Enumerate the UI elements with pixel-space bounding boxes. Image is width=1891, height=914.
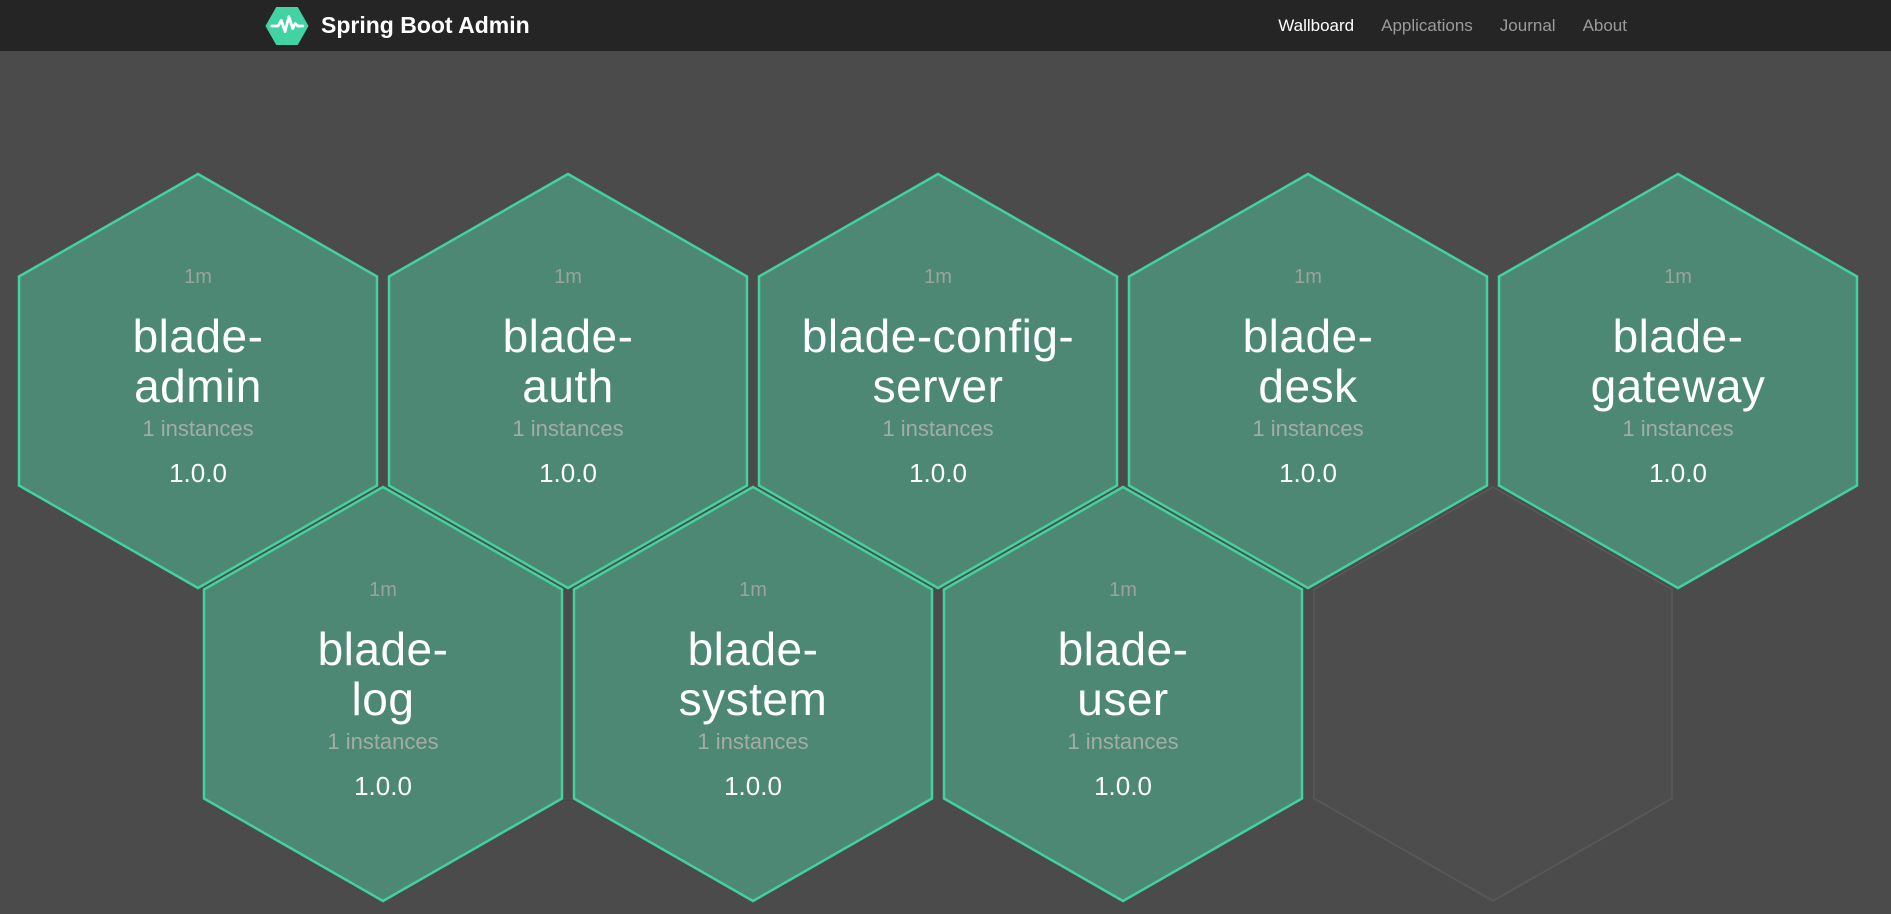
app-instances: 1 instances	[1622, 416, 1734, 441]
app-hexagon-blade-config-server[interactable]: 1m blade-config- server 1 instances 1.0.…	[757, 172, 1119, 590]
app-hexagon-content: 1m blade- gateway 1 instances 1.0.0	[1497, 172, 1859, 590]
app-hexagon-blade-gateway[interactable]: 1m blade- gateway 1 instances 1.0.0	[1497, 172, 1859, 590]
app-version: 1.0.0	[1649, 458, 1707, 488]
app-instances: 1 instances	[1252, 416, 1364, 441]
hexagon-shape	[1497, 172, 1859, 590]
nav-item-applications[interactable]: Applications	[1381, 15, 1473, 35]
brand[interactable]: Spring Boot Admin	[264, 6, 530, 45]
app-hexagon-content: 1m blade- system 1 instances 1.0.0	[572, 485, 934, 903]
app-hexagon-blade-user[interactable]: 1m blade- user 1 instances 1.0.0	[942, 485, 1304, 903]
app-name-line: user	[1077, 673, 1169, 725]
app-name-line: admin	[134, 360, 262, 412]
wallboard: 1m blade- admin 1 instances 1.0.0 1m bla…	[0, 51, 1891, 914]
app-hexagon-blade-admin[interactable]: 1m blade- admin 1 instances 1.0.0	[17, 172, 379, 590]
app-version: 1.0.0	[1279, 458, 1337, 488]
app-time-ago: 1m	[1109, 579, 1137, 601]
app-name: blade- system	[679, 624, 828, 724]
app-version: 1.0.0	[724, 771, 782, 801]
app-name-line: blade-	[1057, 623, 1189, 675]
brand-title: Spring Boot Admin	[321, 12, 530, 38]
nav-item-about[interactable]: About	[1582, 15, 1627, 35]
app-hexagon-content: 1m blade- auth 1 instances 1.0.0	[387, 172, 749, 590]
nav-item-wallboard[interactable]: Wallboard	[1278, 15, 1355, 35]
hexagon-shape	[202, 485, 564, 903]
app-name-line: system	[678, 673, 828, 725]
app-hexagon-blade-auth[interactable]: 1m blade- auth 1 instances 1.0.0	[387, 172, 749, 590]
app-version: 1.0.0	[354, 771, 412, 801]
app-name-line: desk	[1258, 360, 1358, 412]
hexagon-shape	[572, 485, 934, 903]
hexagon-shape	[757, 172, 1119, 590]
app-time-ago: 1m	[1664, 266, 1692, 288]
app-version: 1.0.0	[169, 458, 227, 488]
app-name-line: blade-	[687, 623, 819, 675]
app-name: blade- user	[1058, 624, 1189, 724]
app-name: blade- desk	[1243, 311, 1374, 411]
navbar: Spring Boot Admin Wallboard Applications…	[0, 0, 1891, 51]
app-time-ago: 1m	[739, 579, 767, 601]
app-hexagon-blade-desk[interactable]: 1m blade- desk 1 instances 1.0.0	[1127, 172, 1489, 590]
app-instances: 1 instances	[1067, 729, 1179, 754]
hexagon-shape	[17, 172, 379, 590]
app-version: 1.0.0	[909, 458, 967, 488]
hexagon-shape	[942, 485, 1304, 903]
app-instances: 1 instances	[697, 729, 809, 754]
hexagon-shape	[1313, 486, 1673, 902]
nav-items: Wallboard Applications Journal About	[1278, 16, 1627, 36]
app-hexagon-content: 1m blade-config- server 1 instances 1.0.…	[757, 172, 1119, 590]
main-nav: Wallboard Applications Journal About	[1278, 16, 1627, 36]
app-name-line: blade-config-	[801, 310, 1075, 362]
app-name: blade- log	[318, 624, 449, 724]
app-name-line: gateway	[1590, 360, 1766, 412]
app-hexagon-content: 1m blade- log 1 instances 1.0.0	[202, 485, 564, 903]
pulse-hexagon-icon	[265, 6, 309, 45]
app-version: 1.0.0	[1094, 771, 1152, 801]
app-name-line: blade-	[1612, 310, 1744, 362]
app-time-ago: 1m	[1294, 266, 1322, 288]
app-name: blade- admin	[133, 311, 264, 411]
app-name-line: blade-	[317, 623, 449, 675]
app-name: blade-config- server	[802, 311, 1074, 411]
hexagon-shape	[1127, 172, 1489, 590]
app-version: 1.0.0	[539, 458, 597, 488]
empty-hexagon-placeholder	[1312, 485, 1674, 903]
app-name-line: blade-	[132, 310, 264, 362]
app-instances: 1 instances	[512, 416, 624, 441]
app-name-line: blade-	[502, 310, 634, 362]
hexagon-shape	[387, 172, 749, 590]
app-name: blade- auth	[503, 311, 634, 411]
app-hexagon-content: 1m blade- user 1 instances 1.0.0	[942, 485, 1304, 903]
app-time-ago: 1m	[369, 579, 397, 601]
app-hexagon-blade-system[interactable]: 1m blade- system 1 instances 1.0.0	[572, 485, 934, 903]
app-hexagon-content: 1m blade- admin 1 instances 1.0.0	[17, 172, 379, 590]
navbar-inner: Spring Boot Admin Wallboard Applications…	[264, 0, 1627, 51]
app-time-ago: 1m	[924, 266, 952, 288]
app-instances: 1 instances	[882, 416, 994, 441]
app-instances: 1 instances	[142, 416, 254, 441]
app-name-line: server	[872, 360, 1004, 412]
app-name: blade- gateway	[1591, 311, 1766, 411]
app-hexagon-content: 1m blade- desk 1 instances 1.0.0	[1127, 172, 1489, 590]
app-hexagon-blade-log[interactable]: 1m blade- log 1 instances 1.0.0	[202, 485, 564, 903]
app-name-line: blade-	[1242, 310, 1374, 362]
app-time-ago: 1m	[184, 266, 212, 288]
app-name-line: auth	[522, 360, 614, 412]
app-name-line: log	[351, 673, 415, 725]
app-time-ago: 1m	[554, 266, 582, 288]
app-instances: 1 instances	[327, 729, 439, 754]
nav-item-journal[interactable]: Journal	[1499, 15, 1556, 35]
